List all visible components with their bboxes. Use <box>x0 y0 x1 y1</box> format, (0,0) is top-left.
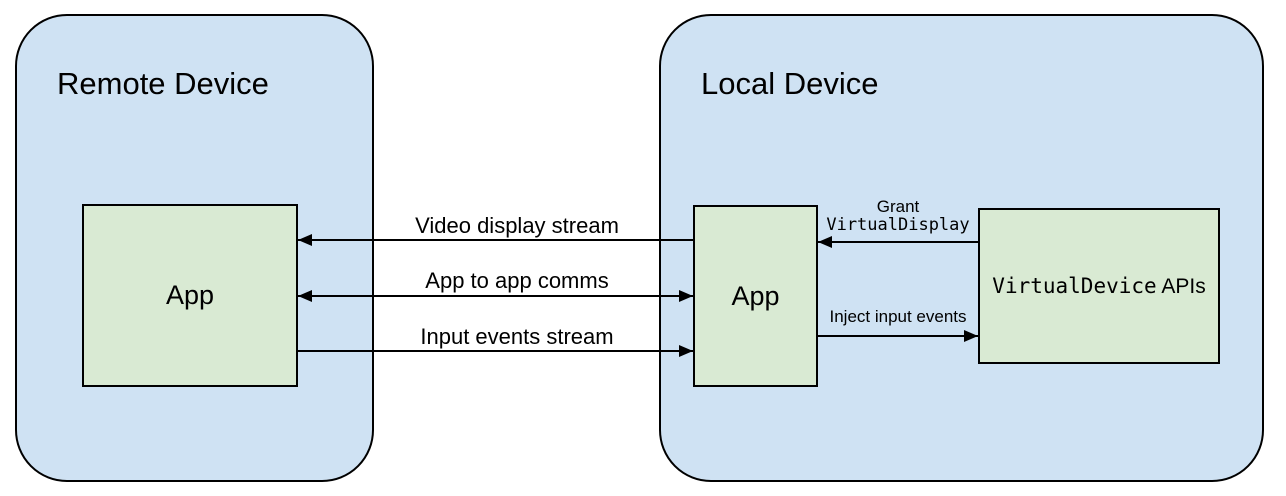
virtualdevice-apis-label-rest: APIs <box>1156 274 1206 298</box>
arrow-grant-virtualdisplay-line <box>818 241 978 243</box>
arrow-input-events-stream-line <box>298 350 693 352</box>
arrow-app-to-app-comms-label: App to app comms <box>425 268 609 293</box>
virtualdevice-apis-box: VirtualDevice APIs <box>978 208 1220 364</box>
remote-device-title: Remote Device <box>57 66 269 101</box>
arrow-input-events-stream-head-right-icon <box>679 345 693 357</box>
local-device-title: Local Device <box>701 66 879 101</box>
arrow-app-to-app-comms-line <box>298 295 693 297</box>
local-app-label: App <box>731 280 780 311</box>
arrow-video-display-stream-line <box>298 239 693 241</box>
arrow-app-to-app-comms-head-left-icon <box>298 290 312 302</box>
remote-app-box: App <box>82 204 298 387</box>
arrow-grant-virtualdisplay-label-line2: VirtualDisplay <box>826 215 970 236</box>
local-app-box: App <box>693 205 818 387</box>
remote-app-label: App <box>165 280 215 310</box>
arrow-inject-input-events-label: Inject input events <box>829 307 967 326</box>
arrow-inject-input-events-line <box>818 335 978 337</box>
arrow-video-display-stream-head-left-icon <box>298 234 312 246</box>
arrow-app-to-app-comms-head-right-icon <box>679 290 693 302</box>
arrow-grant-virtualdisplay-label: Grant VirtualDisplay <box>818 197 978 236</box>
virtualdevice-apis-label: VirtualDevice APIs <box>992 274 1205 299</box>
virtualdevice-apis-label-mono: VirtualDevice <box>992 273 1157 298</box>
arrow-grant-virtualdisplay-head-left-icon <box>818 236 832 248</box>
arrow-grant-virtualdisplay-label-line1: Grant <box>876 197 920 216</box>
arrow-inject-input-events-head-right-icon <box>964 330 978 342</box>
arrow-input-events-stream-label: Input events stream <box>420 324 614 349</box>
arrow-video-display-stream-label: Video display stream <box>415 213 619 238</box>
